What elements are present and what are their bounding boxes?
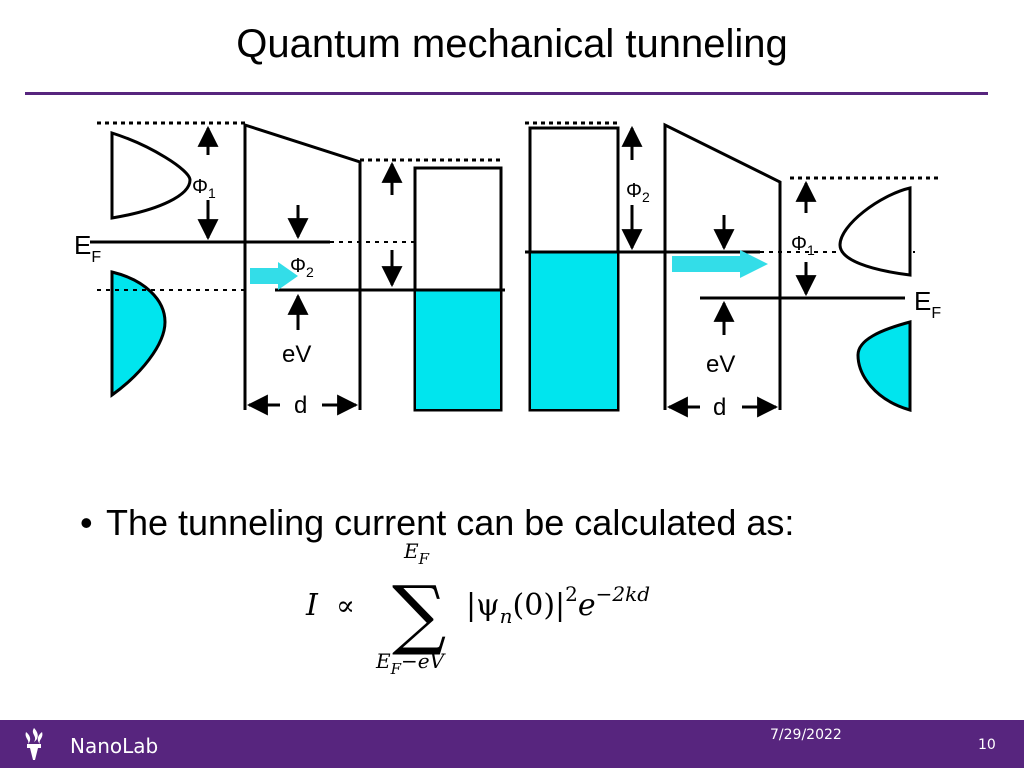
footer-bar: NanoLab 7/29/2022 10 (0, 720, 1024, 768)
slide-title: Quantum mechanical tunneling (236, 22, 788, 66)
formula-lhs: I (305, 588, 319, 623)
title-divider (25, 92, 988, 95)
ef-label-left: EF (74, 230, 101, 266)
tunneling-diagram: EF Φ1 Φ2 eV d Φ2 Φ1 EF (74, 121, 941, 421)
d-label-right: d (713, 394, 726, 421)
formula-proportional: ∝ (336, 589, 355, 622)
tunneling-arrow-right (672, 250, 768, 278)
footer-date: 7/29/2022 (770, 727, 842, 743)
filled-states-lobe-right (856, 320, 912, 412)
empty-states-lobe (110, 130, 192, 220)
right-band-diagram (525, 121, 940, 418)
ev-label-right: eV (706, 351, 735, 378)
bullet-item: • The tunneling current can be calculated… (80, 502, 794, 544)
filled-electrode-right (531, 253, 617, 409)
filled-states-lobe (110, 270, 167, 398)
formula-rhs: |ψn(0)|2e−2kd (466, 582, 650, 628)
filled-electrode-left (416, 291, 500, 409)
sum-upper-limit: EF (403, 539, 430, 568)
tunneling-current-formula: I ∝ EF ∑ EF−eV |ψn(0)|2e−2kd (305, 539, 650, 678)
d-label-left: d (294, 392, 307, 419)
tunneling-arrow-left (250, 262, 298, 290)
phi1-label-right: Φ1 (791, 233, 815, 258)
bullet-text: The tunneling current can be calculated … (106, 502, 795, 543)
footer-page-number: 10 (978, 737, 996, 753)
left-band-diagram (90, 121, 505, 416)
phi1-label-left: Φ1 (192, 176, 216, 201)
torch-logo-icon (25, 728, 43, 760)
phi2-label-right: Φ2 (626, 180, 650, 205)
ev-label-left: eV (282, 341, 311, 368)
sum-lower-limit: EF−eV (375, 649, 447, 678)
ef-label-right: EF (914, 286, 941, 322)
empty-states-lobe-right (838, 186, 912, 277)
footer-organization: NanoLab (70, 734, 159, 758)
summation-sign: ∑ (392, 569, 446, 658)
bullet-dot: • (80, 502, 93, 543)
phi2-label-left: Φ2 (290, 255, 314, 280)
